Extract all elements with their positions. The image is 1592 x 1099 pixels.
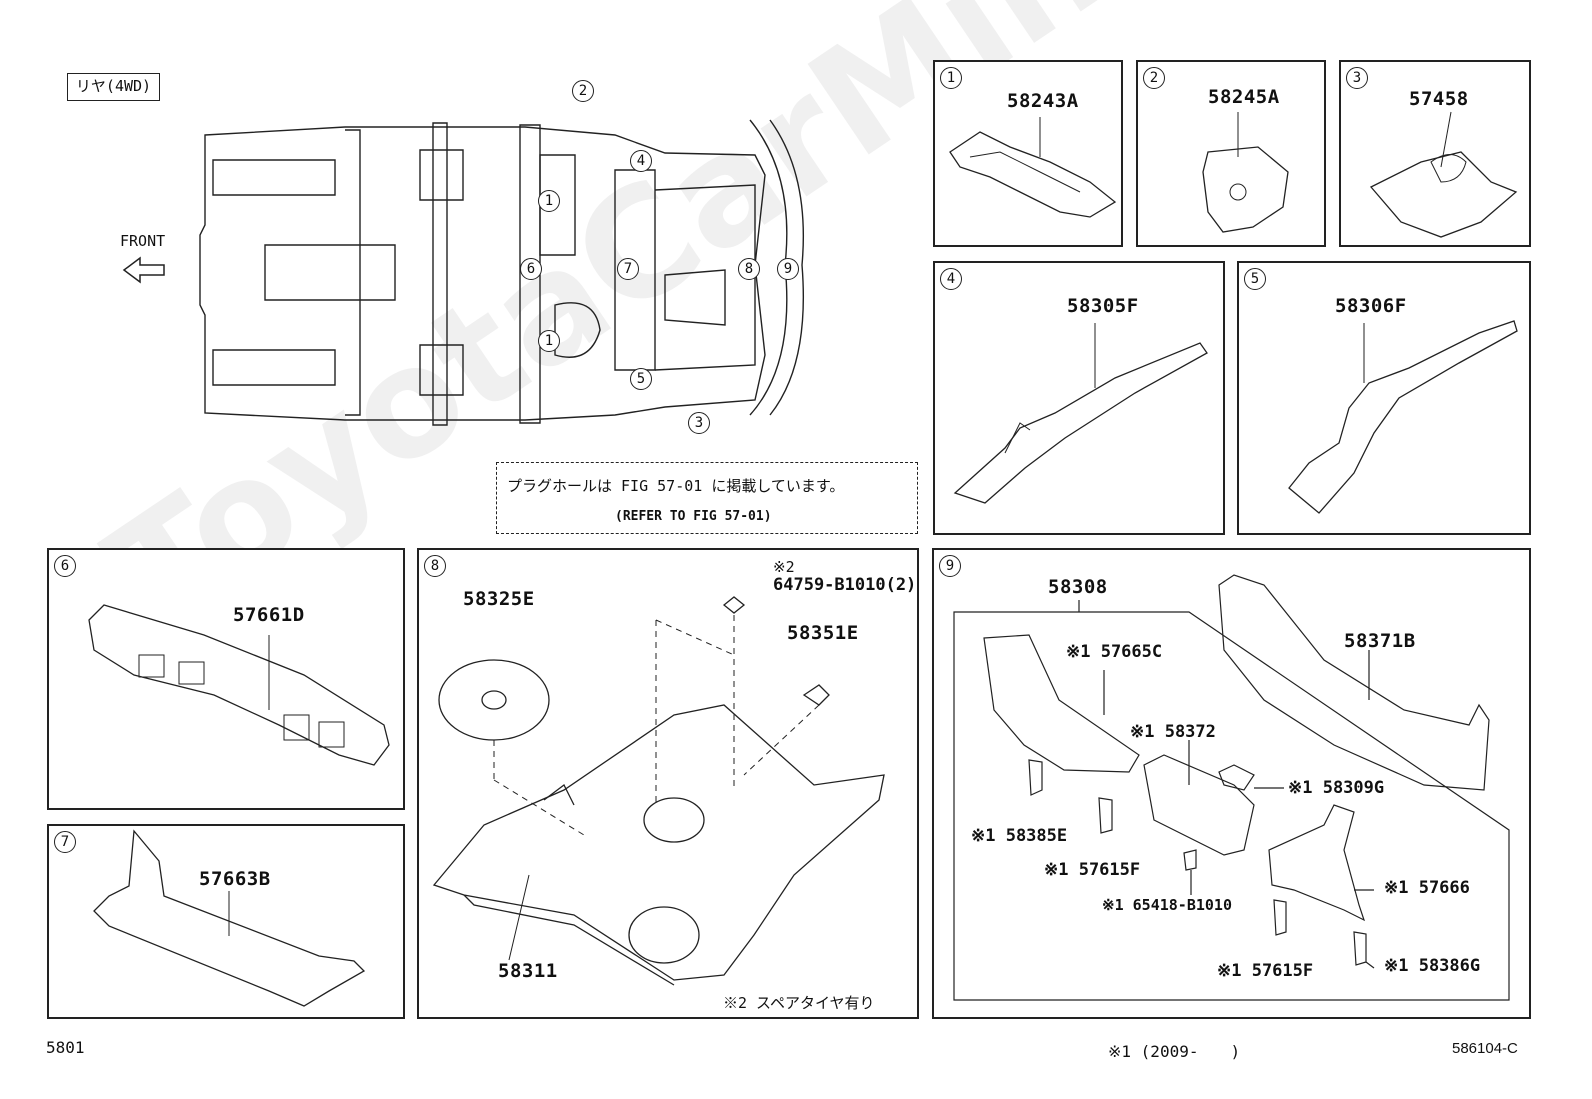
panel-9: 9 58308 ※1 57665C 58371B ※1 58372 ※1 583… (932, 548, 1531, 1019)
part-drawing (1279, 313, 1524, 518)
part-number-h: ※1 57666 (1384, 878, 1470, 898)
note-box: プラグホールは FIG 57-01 に掲載しています。 (REFER TO FI… (496, 462, 918, 534)
panel-7: 7 57663B (47, 824, 405, 1019)
part-drawing (945, 318, 1215, 518)
part-drawing (1361, 112, 1526, 242)
part-number: 58306F (1335, 295, 1407, 317)
overview-callout-8: 8 (738, 258, 760, 280)
panel-2: 2 58245A (1136, 60, 1326, 247)
part-number: 58245A (1208, 86, 1280, 108)
panel-5: 5 58306F (1237, 261, 1531, 535)
part-number-e: ※1 58385E (971, 826, 1068, 846)
footer-right-code: 586104-C (1452, 1040, 1518, 1057)
variant-label: リヤ(4WD) (67, 73, 160, 101)
overview-callout-9: 9 (777, 258, 799, 280)
part-number-d: 58311 (498, 960, 558, 982)
note-english: (REFER TO FIG 57-01) (615, 509, 772, 524)
overview-callout-4: 4 (630, 150, 652, 172)
part-number: 57663B (199, 868, 271, 890)
part-drawing (84, 600, 394, 780)
overview-callout-1b: 1 (538, 330, 560, 352)
overview-callout-7: 7 (617, 258, 639, 280)
overview-callout-2: 2 (572, 80, 594, 102)
panel-3: 3 57458 (1339, 60, 1531, 247)
part-number-a: 58325E (463, 588, 535, 610)
overview-callout-3: 3 (688, 412, 710, 434)
panel-number: 8 (424, 555, 446, 577)
panel-4: 4 58305F (933, 261, 1225, 535)
panel-number: 7 (54, 831, 76, 853)
part-number-b: 64759-B1010(2) (773, 575, 917, 595)
part-number-d: ※1 58309G (1288, 778, 1385, 798)
overview-callout-5: 5 (630, 368, 652, 390)
part-number: 58243A (1007, 90, 1079, 112)
panel-number: 5 (1244, 268, 1266, 290)
footnote: ※2 スペアタイヤ有り (723, 994, 875, 1012)
panel-number: 2 (1143, 67, 1165, 89)
part-number-j: ※1 58386G (1384, 956, 1481, 976)
part-number: 58305F (1067, 295, 1139, 317)
panel-1: 1 58243A (933, 60, 1123, 247)
floor-overview-diagram (195, 115, 815, 435)
part-drawing (89, 831, 389, 1011)
front-arrow-icon (122, 255, 167, 285)
part-number-b: 58371B (1344, 630, 1416, 652)
panel-number: 1 (940, 67, 962, 89)
part-number-assy: 58308 (1048, 576, 1108, 598)
part-drawing (1178, 112, 1318, 242)
overview-callout-1a: 1 (538, 190, 560, 212)
part-number: 57661D (233, 604, 305, 626)
part-number: 57458 (1409, 88, 1469, 110)
panel-number: 6 (54, 555, 76, 577)
part-number-c: ※1 58372 (1130, 722, 1216, 742)
footer-center-note: ※1 (2009- ) (1108, 1042, 1241, 1061)
panel-8: 8 58325E ※2 64759-B1010(2) 58351E 58311 … (417, 548, 919, 1019)
panel-6: 6 57661D (47, 548, 405, 810)
overview-callout-6: 6 (520, 258, 542, 280)
part-number-f: ※1 57615F (1044, 860, 1141, 880)
note-japanese: プラグホールは FIG 57-01 に掲載しています。 (507, 477, 845, 495)
panel-number: 9 (939, 555, 961, 577)
part-drawing (424, 575, 914, 985)
part-number-c: 58351E (787, 622, 859, 644)
part-mark-b: ※2 (773, 558, 795, 576)
part-drawing (934, 550, 1533, 1021)
part-number-i: ※1 57615F (1217, 961, 1314, 981)
panel-number: 4 (940, 268, 962, 290)
front-label: FRONT (120, 232, 166, 250)
part-number-g: ※1 65418-B1010 (1102, 896, 1232, 914)
footer-left-code: 5801 (46, 1038, 85, 1057)
part-number-a: ※1 57665C (1066, 642, 1163, 662)
part-drawing (940, 117, 1120, 237)
panel-number: 3 (1346, 67, 1368, 89)
